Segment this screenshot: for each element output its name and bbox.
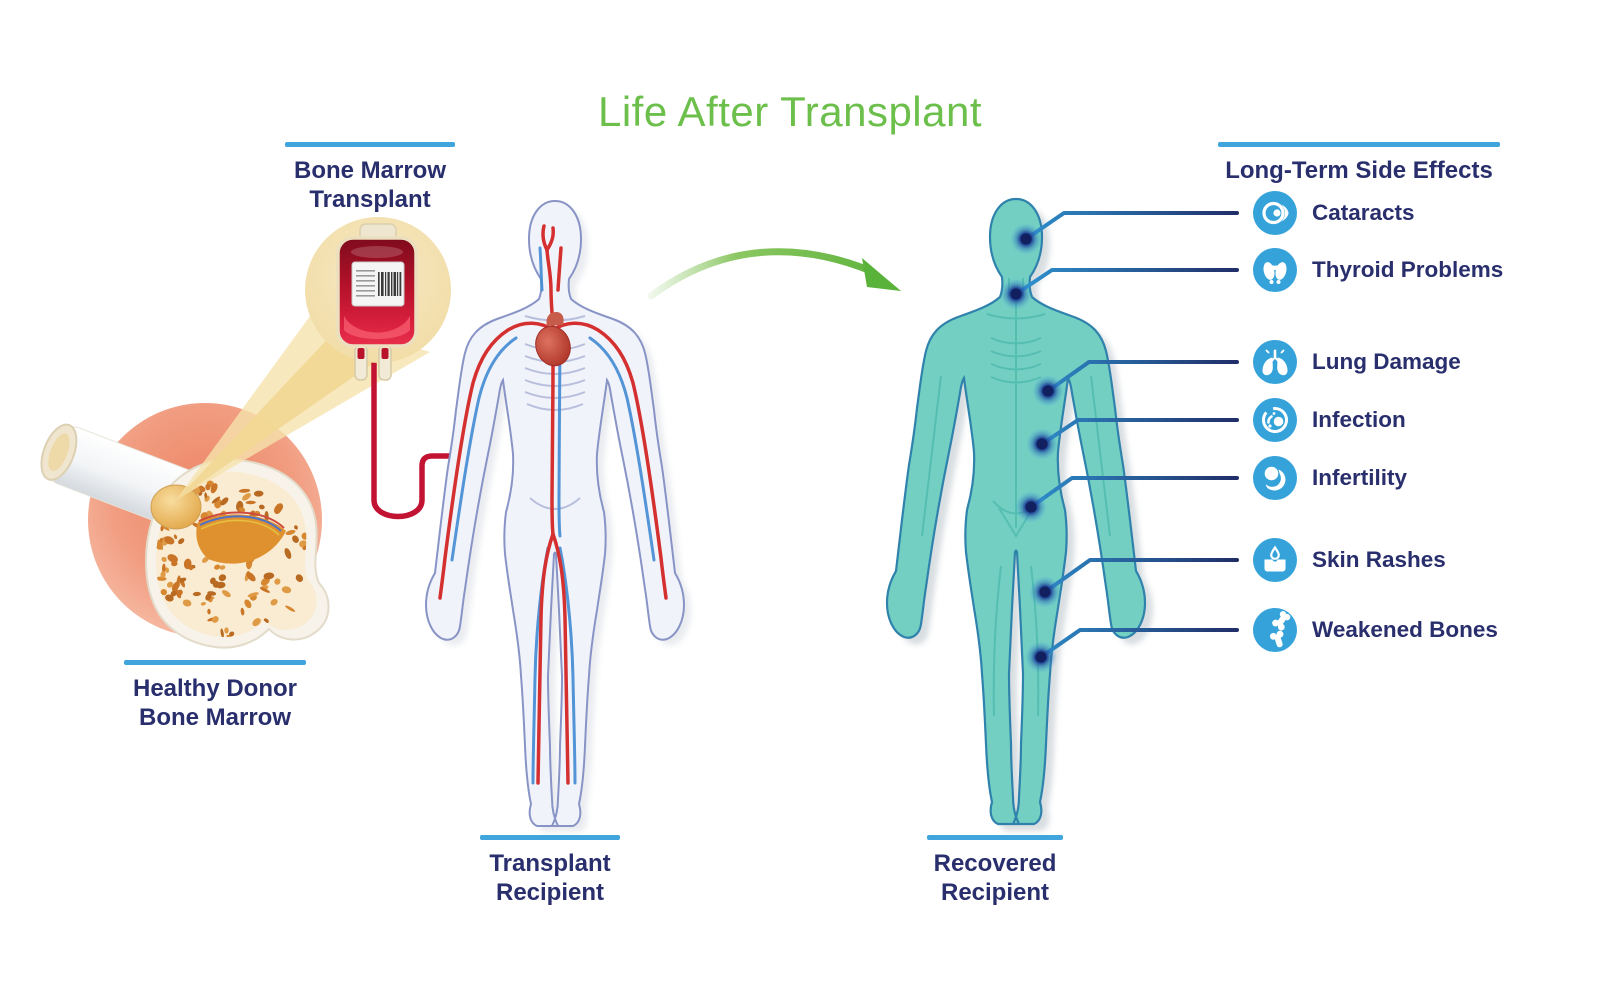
label-underline	[285, 142, 455, 147]
label-line1: Healthy Donor	[132, 675, 297, 702]
side-effect-label: Weakened Bones	[1312, 617, 1498, 642]
side-effect-label: Thyroid Problems	[1312, 257, 1504, 282]
label-line2: Transplant	[309, 186, 431, 213]
side-effects-title: Long-Term Side Effects	[1225, 157, 1493, 184]
side-effect-row-skin: Skin Rashes	[1253, 538, 1446, 582]
side-effect-label: Skin Rashes	[1312, 547, 1446, 572]
label-line2: Recipient	[940, 879, 1050, 906]
side-effect-label: Infection	[1312, 407, 1406, 432]
side-effect-connectors	[1000, 211, 1239, 673]
connector-line-chest	[1046, 360, 1239, 393]
body-marker-dot-thigh	[1039, 586, 1051, 598]
label-line1: Recovered	[933, 850, 1057, 877]
side-effect-label: Lung Damage	[1312, 349, 1461, 374]
body-marker-dot-knee	[1035, 651, 1047, 663]
germ-culture-icon	[1253, 398, 1297, 442]
body-marker-dot-head	[1020, 233, 1032, 245]
body-marker-dot-abdomen	[1036, 438, 1048, 450]
thyroid-icon	[1253, 248, 1297, 292]
transfusion-tube	[371, 350, 468, 520]
side-effect-row-cataracts: Cataracts	[1253, 191, 1415, 235]
barcode	[378, 272, 402, 296]
label-line1: Bone Marrow	[293, 157, 446, 184]
connector-line-abdomen	[1040, 418, 1239, 446]
healthy-donor-bone-marrow-label: Healthy Donor Bone Marrow	[118, 660, 312, 732]
transfer-arrow	[647, 248, 901, 300]
connector-line-head	[1024, 211, 1239, 241]
recovered-recipient-label: Recovered Recipient	[910, 835, 1080, 907]
side-effect-label: Cataracts	[1312, 200, 1415, 225]
recovered-recipient-figure	[885, 197, 1147, 826]
label-line2: Recipient	[495, 879, 605, 906]
body-marker-dot-pelvis	[1025, 501, 1037, 513]
connector-line-thigh	[1043, 558, 1239, 594]
skin-drop-icon	[1253, 538, 1297, 582]
label-line2: Bone Marrow	[138, 704, 291, 731]
side-effect-row-infection: Infection	[1253, 398, 1406, 442]
eye-icon	[1253, 191, 1297, 235]
label-underline	[480, 835, 620, 840]
heart	[535, 312, 571, 367]
page-title: Life After Transplant	[597, 88, 983, 135]
label-underline	[124, 660, 306, 665]
transplant-recipient-figure	[425, 200, 685, 827]
fetus-icon	[1253, 456, 1297, 500]
veins	[450, 246, 656, 785]
label-underline	[1218, 142, 1500, 147]
side-effect-row-lung: Lung Damage	[1253, 340, 1461, 384]
bone-cross-section	[145, 458, 330, 649]
side-effect-row-thyroid: Thyroid Problems	[1253, 248, 1503, 292]
side-effect-row-bones: Weakened Bones	[1253, 608, 1498, 652]
label-line1: Transplant	[489, 850, 611, 877]
bag-label	[351, 261, 405, 307]
transplant-recipient-label: Transplant Recipient	[468, 835, 632, 907]
arteries	[438, 224, 668, 785]
label-underline	[927, 835, 1063, 840]
body-marker-dot-neck	[1010, 288, 1022, 300]
healthy-donor-illustration	[40, 403, 330, 649]
blood-bag	[305, 217, 451, 381]
bone-joint-icon	[1253, 608, 1297, 652]
lungs-icon	[1253, 340, 1297, 384]
side-effect-row-infertility: Infertility	[1253, 456, 1407, 500]
connector-line-neck	[1014, 268, 1239, 296]
body-marker-dot-chest	[1042, 385, 1054, 397]
side-effects-header: Long-Term Side Effects	[1213, 142, 1505, 185]
side-effect-label: Infertility	[1312, 465, 1408, 490]
connector-line-pelvis	[1029, 476, 1239, 509]
bone-marrow-transplant-label: Bone Marrow Transplant	[278, 142, 462, 214]
